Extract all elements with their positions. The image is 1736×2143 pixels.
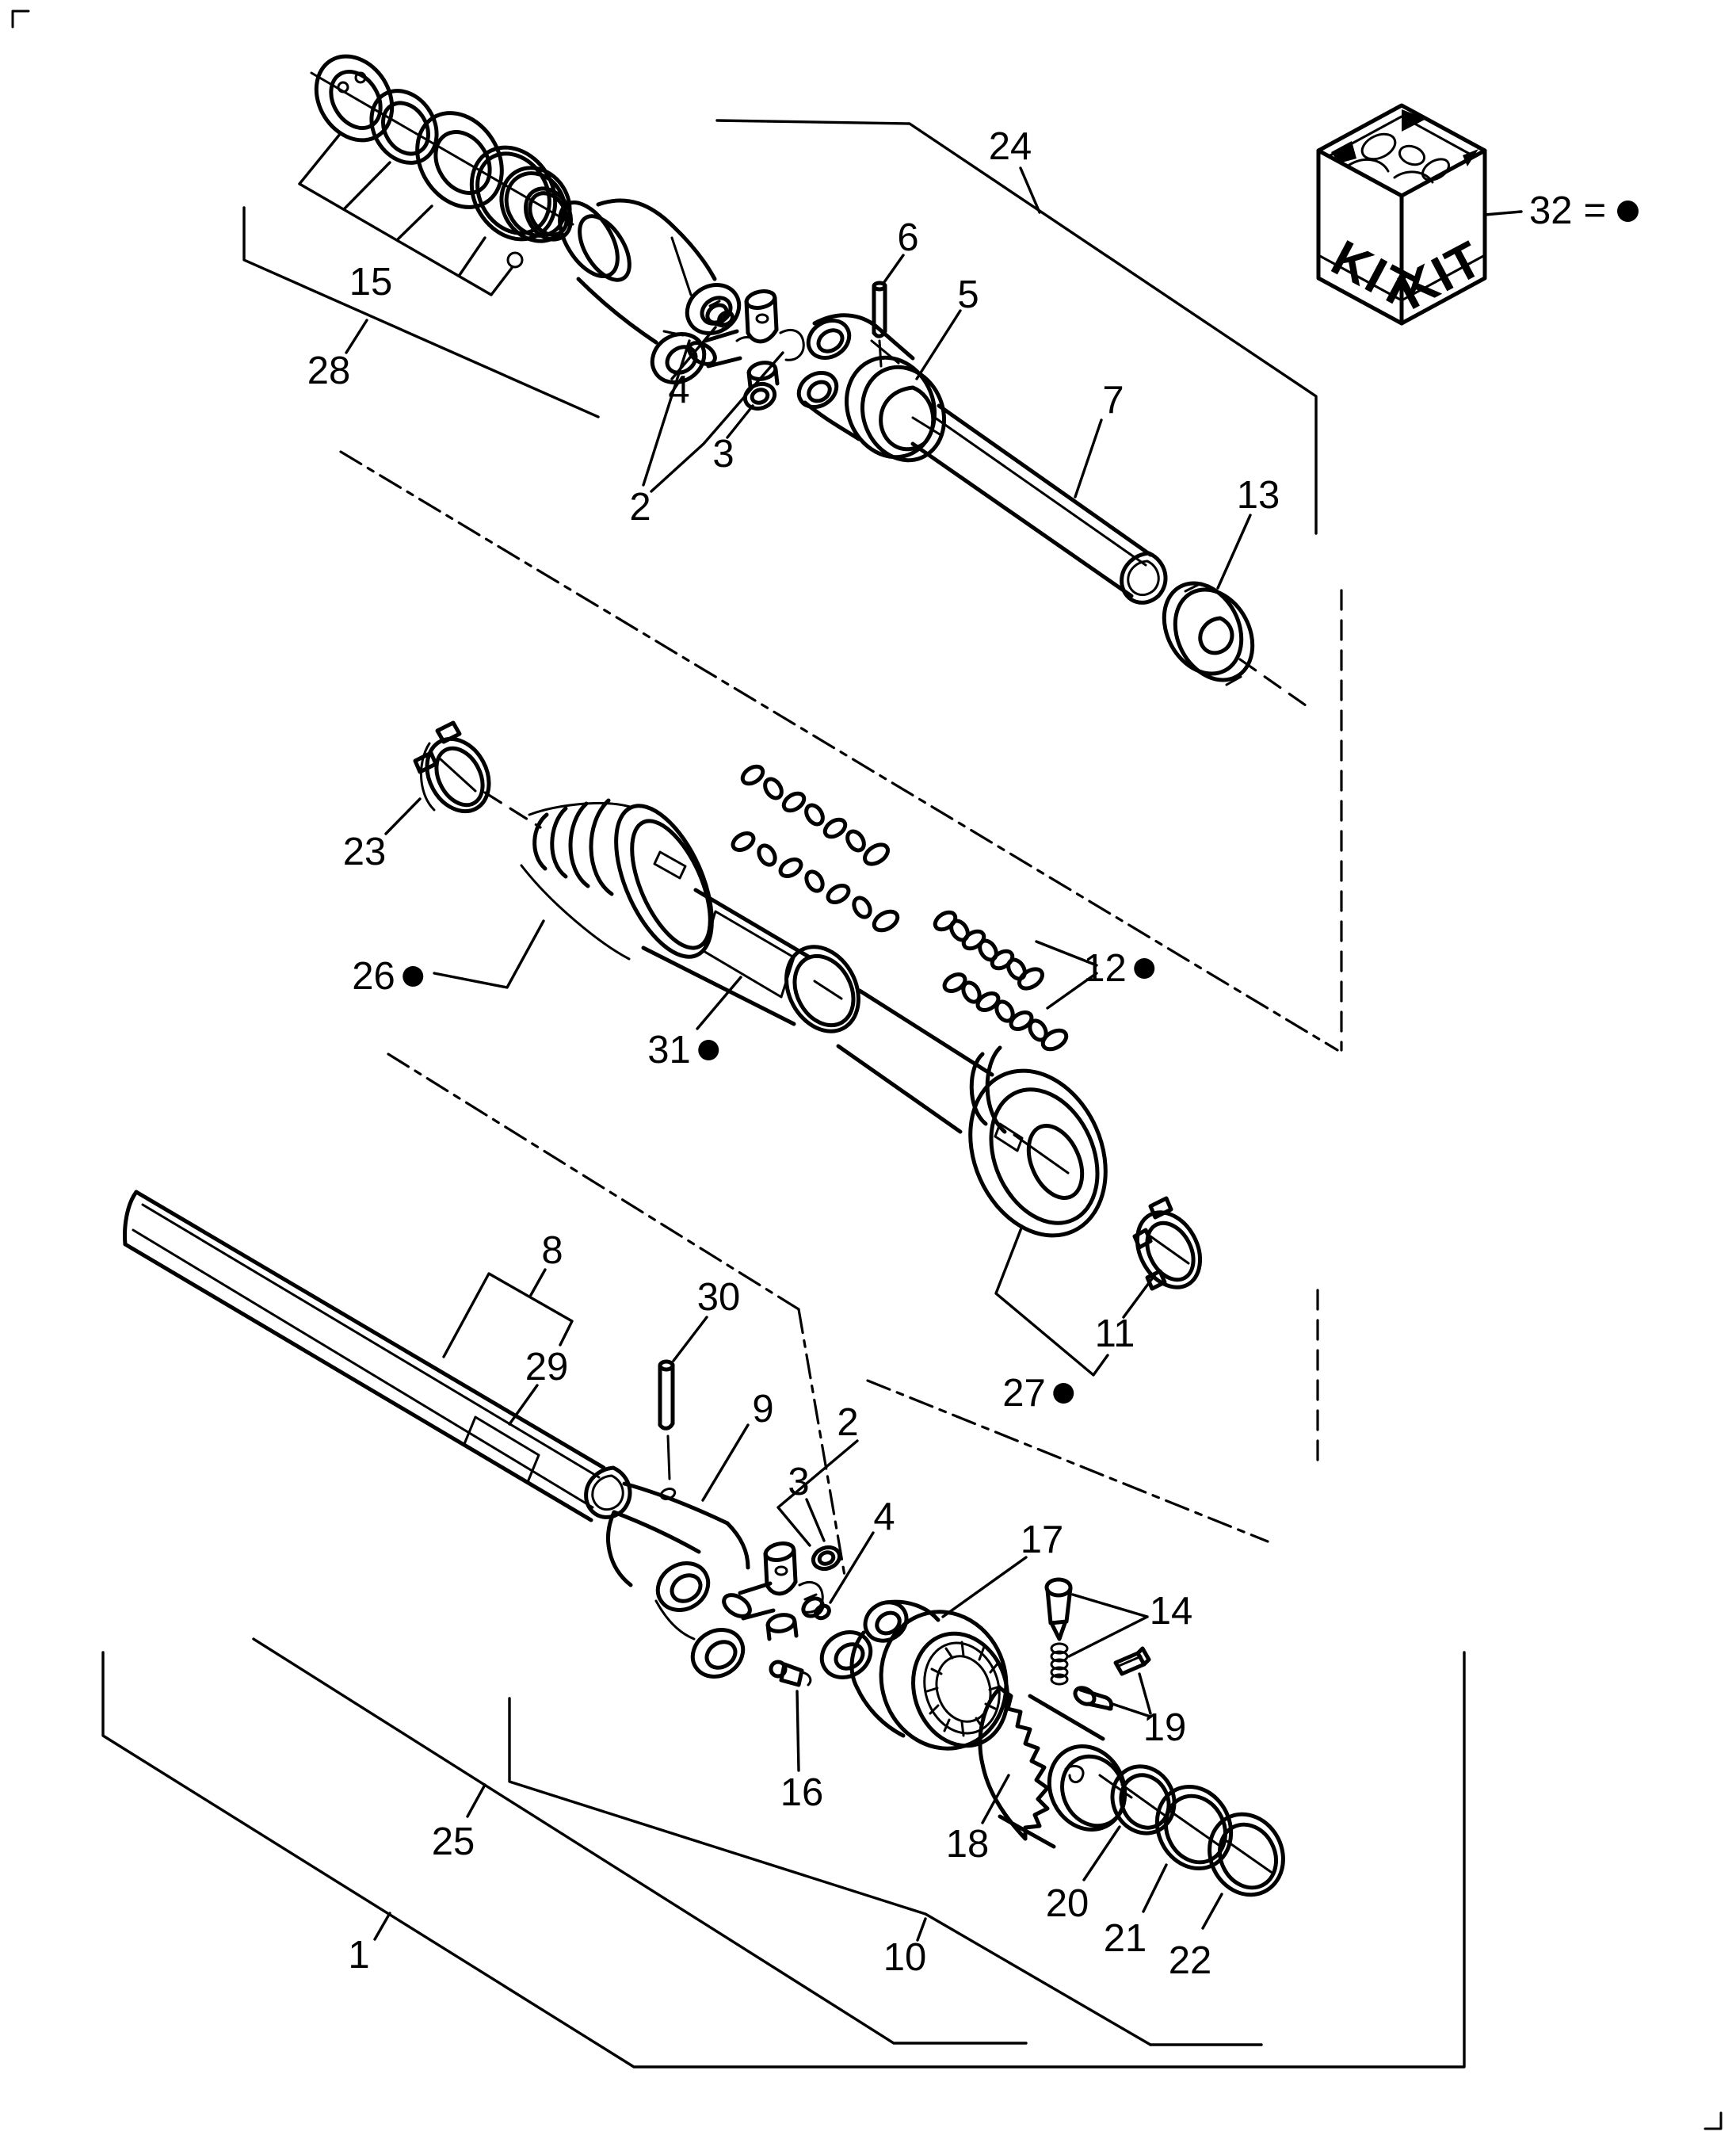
- safety-chains: [731, 764, 1098, 1052]
- kit-bullet-dot: [1617, 200, 1639, 222]
- kit-box: KIT KIT: [1316, 103, 1523, 326]
- callout-15-bracket: [298, 132, 524, 296]
- guard-clamp-collar-23: [384, 720, 491, 835]
- guard-bell-27: [836, 988, 1109, 1377]
- guard-tube-31: [641, 850, 860, 1033]
- grease-fitting-lower-4: [801, 1593, 831, 1621]
- upper-callout-leaders: [642, 254, 1252, 590]
- clutch-housing-17: [819, 1556, 1028, 1751]
- group-frame-1-outer: [101, 1651, 1466, 2069]
- inner-yoke-sleeve: [796, 313, 947, 463]
- chain-upper-1: [740, 764, 890, 866]
- guard-cone-26: [433, 791, 714, 989]
- roll-pin-lower: [658, 1359, 675, 1480]
- seal-kit-rings: [310, 54, 574, 243]
- clutch-wedge-plug-19: [1073, 1646, 1152, 1718]
- group-frame-10: [508, 1697, 1152, 2046]
- grease-fitting-16: [769, 1660, 812, 1772]
- ujoint-cross-upper: [687, 289, 805, 411]
- phantom-boundary-lines: [339, 450, 1343, 1577]
- corner-marks: [11, 10, 1723, 2130]
- callout-8-bracket: [442, 1268, 708, 1426]
- kit-equation: 32 =: [1529, 189, 1639, 233]
- chain-lower-1: [933, 910, 1044, 991]
- chain-upper-2: [731, 831, 900, 933]
- chain-lower-2: [942, 972, 1069, 1052]
- group-frame-24: [715, 119, 1318, 535]
- kit-equation-equals: =: [1583, 189, 1607, 232]
- ratchet-hub-18: [978, 1686, 1133, 1849]
- clutch-bolt-spring-14: [1044, 1577, 1149, 1686]
- outer-yoke-lower: [606, 1423, 750, 1679]
- drive-tube-lower: [123, 1190, 632, 1522]
- kit-equation-number: 32: [1529, 189, 1573, 232]
- guard-collar-11: [1122, 1196, 1203, 1319]
- grease-fitting-upper: [705, 300, 734, 328]
- thrust-rings-20-21-22: [1082, 1764, 1285, 1930]
- group-frame-28: [242, 206, 600, 418]
- drive-tube-upper: [910, 403, 1168, 605]
- tube-bushing-13: [1162, 581, 1255, 686]
- group-frame-25-inner: [252, 1637, 1263, 2046]
- ujoint-cross-lower: [722, 1541, 842, 1641]
- lower-callout-leaders: [776, 1439, 875, 1604]
